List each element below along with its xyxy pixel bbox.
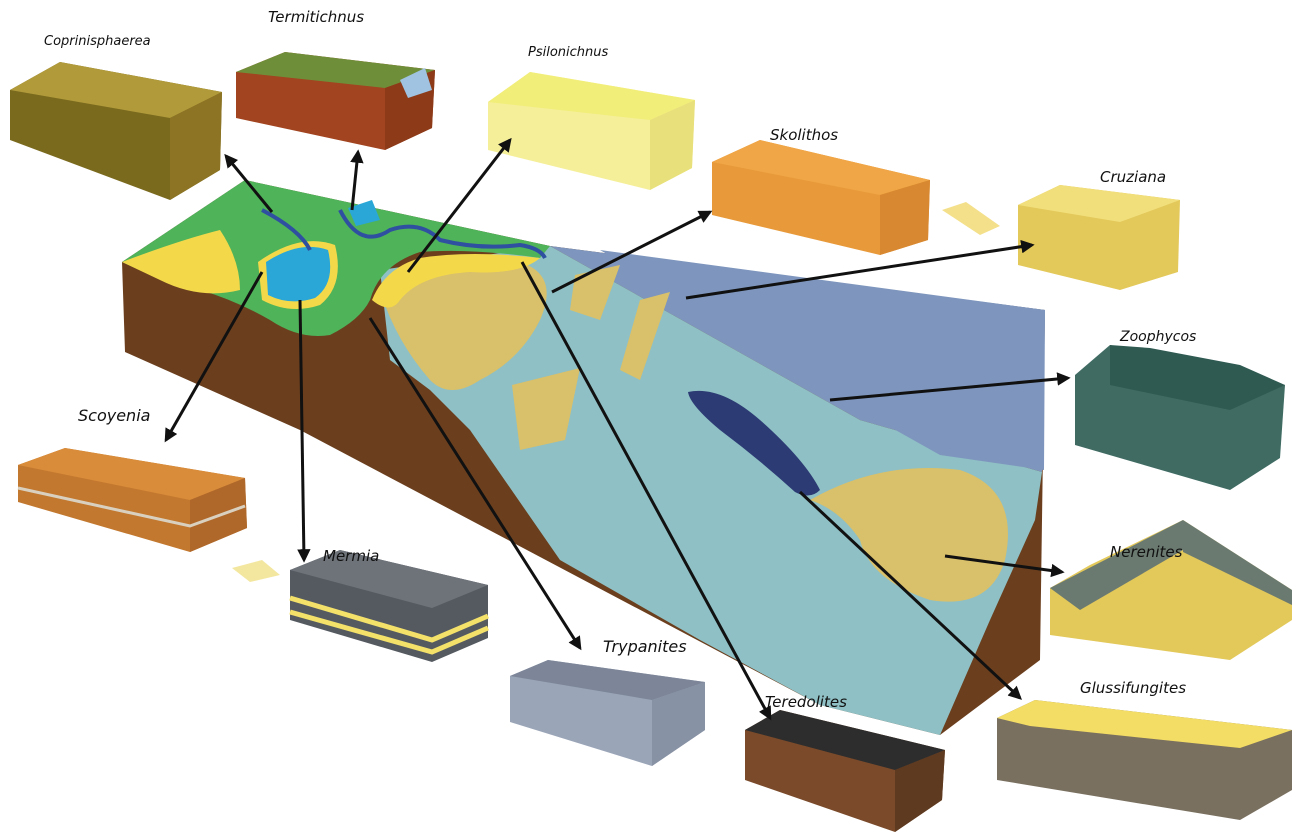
- arrow-termitichnus: [350, 149, 364, 211]
- inset-psilonichnus: [488, 72, 695, 190]
- arrow-mermia: [297, 299, 311, 563]
- arrow-glossifungites: [798, 490, 1022, 700]
- arrow-nerenites: [944, 554, 1065, 578]
- sand-lobe-2: [570, 265, 620, 320]
- sand-lobe-3: [620, 292, 670, 380]
- sand-lobe-5: [810, 468, 1008, 602]
- shelf-floor: [380, 246, 1042, 735]
- label-cruziana: Cruziana: [1100, 168, 1166, 186]
- left-yellow-area: [122, 230, 240, 294]
- inset-trypanites: [510, 660, 705, 766]
- sand-lobe-1: [380, 259, 547, 390]
- inset-nerenites: [1050, 520, 1292, 660]
- sand-lobe-4: [512, 368, 580, 450]
- arrow-psilonichnus: [406, 137, 512, 273]
- label-mermia: Mermia: [323, 547, 379, 565]
- arrow-zoophycos: [829, 372, 1071, 402]
- inset-zoophycos: [1075, 345, 1285, 490]
- pond: [348, 200, 380, 226]
- inset-mermia: [232, 550, 489, 662]
- arrows: [164, 137, 1071, 721]
- arrow-scoyenia: [164, 271, 264, 443]
- arrow-coprinisphaerea: [224, 153, 274, 213]
- deep-basin: [600, 250, 1045, 470]
- inset-glossifungites: [997, 700, 1292, 820]
- label-teredolites: Teredolites: [765, 693, 847, 711]
- inset-coprinisphaerea: [10, 62, 222, 200]
- inset-termitichnus: [236, 52, 435, 150]
- label-scoyenia: Scoyenia: [78, 406, 150, 425]
- main-block: [122, 180, 1045, 735]
- beach-strip: [372, 254, 540, 308]
- label-coprinisphaerea: Coprinisphaerea: [44, 34, 151, 49]
- inset-cruziana: [942, 185, 1180, 290]
- submarine-canyon: [688, 390, 820, 496]
- arrow-trypanites: [368, 317, 582, 651]
- label-termitichnus: Termitichnus: [268, 8, 364, 26]
- label-skolithos: Skolithos: [770, 126, 838, 144]
- arrow-teredolites: [520, 261, 772, 721]
- arrow-skolithos: [551, 210, 713, 294]
- inset-teredolites: [745, 710, 945, 832]
- label-psilonichnus: Psilonichnus: [528, 45, 609, 60]
- label-nerenites: Nerenites: [1110, 543, 1183, 561]
- inset-skolithos: [712, 140, 930, 255]
- label-trypanites: Trypanites: [603, 637, 687, 656]
- labels: Coprinisphaerea Termitichnus Psilonichnu…: [44, 8, 1196, 711]
- river: [261, 208, 547, 260]
- label-glossifungites: Glussifungites: [1080, 679, 1186, 697]
- lake: [266, 246, 331, 302]
- label-zoophycos: Zoophycos: [1119, 329, 1196, 345]
- inset-scoyenia: [17, 448, 247, 552]
- arrow-cruziana: [685, 239, 1035, 300]
